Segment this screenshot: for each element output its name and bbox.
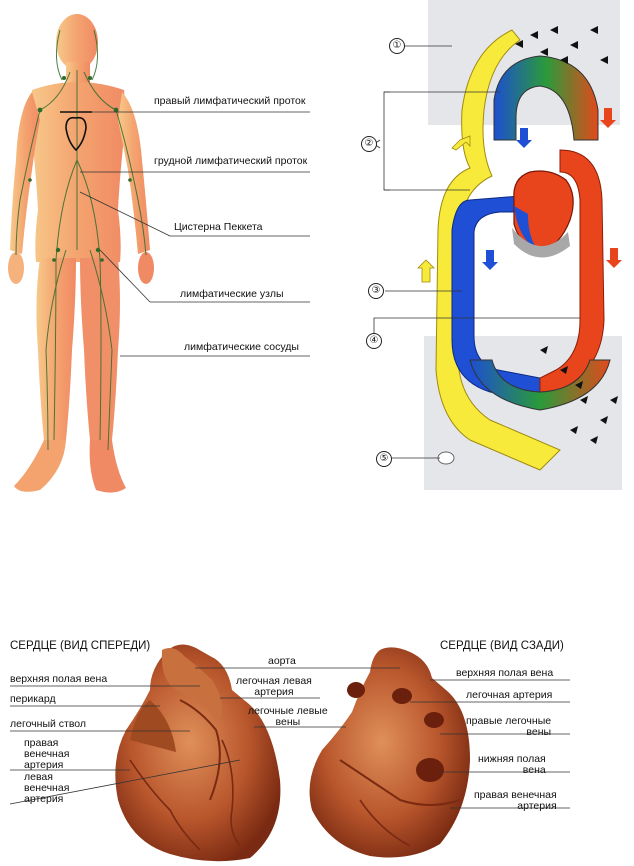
label-cisterna-chyli: Цистерна Пеккета: [174, 221, 263, 233]
title-heart-back: СЕРДЦЕ (ВИД СЗАДИ): [440, 640, 564, 652]
marker-5: ⑤: [376, 451, 392, 467]
label-aorta: аорта: [268, 655, 296, 667]
label-lymph-vessels: лимфатические сосуды: [184, 341, 299, 353]
label-pericardium: перикард: [10, 693, 56, 705]
title-heart-front: СЕРДЦЕ (ВИД СПЕРЕДИ): [10, 640, 151, 652]
marker-1: ①: [389, 38, 405, 54]
heart-back-illustration: [309, 647, 470, 858]
label-back-svc: верхняя полая вена: [456, 667, 554, 679]
marker-2: ②: [361, 136, 377, 152]
label-front-svc: верхняя полая вена: [10, 673, 108, 685]
label-right-lymph-duct: правый лимфатический проток: [154, 95, 306, 107]
label-pulmonary-trunk: легочный ствол: [10, 718, 87, 730]
label-lymph-nodes: лимфатические узлы: [180, 288, 284, 300]
label-left-coronary: левая венечная артерия: [24, 771, 70, 805]
human-body-figure: [8, 14, 154, 493]
label-left-pulmonary-artery: легочная левая артерия: [236, 675, 312, 698]
marker-4: ④: [366, 333, 382, 349]
heart-front-illustration: [115, 644, 281, 862]
marker-3: ③: [368, 283, 384, 299]
circulation-diagram: [417, 0, 622, 490]
label-thoracic-duct: грудной лимфатический проток: [154, 155, 308, 167]
label-back-right-coronary: правая венечная артерия: [474, 789, 557, 812]
label-front-right-coronary: правая венечная артерия: [24, 737, 70, 771]
label-right-pulmonary-veins: правые легочные вены: [466, 715, 552, 738]
label-left-pulmonary-veins: легочные левые вены: [248, 705, 328, 728]
label-back-pulmonary-artery: легочная артерия: [466, 689, 553, 701]
label-ivc: нижняя полая вена: [478, 753, 546, 776]
